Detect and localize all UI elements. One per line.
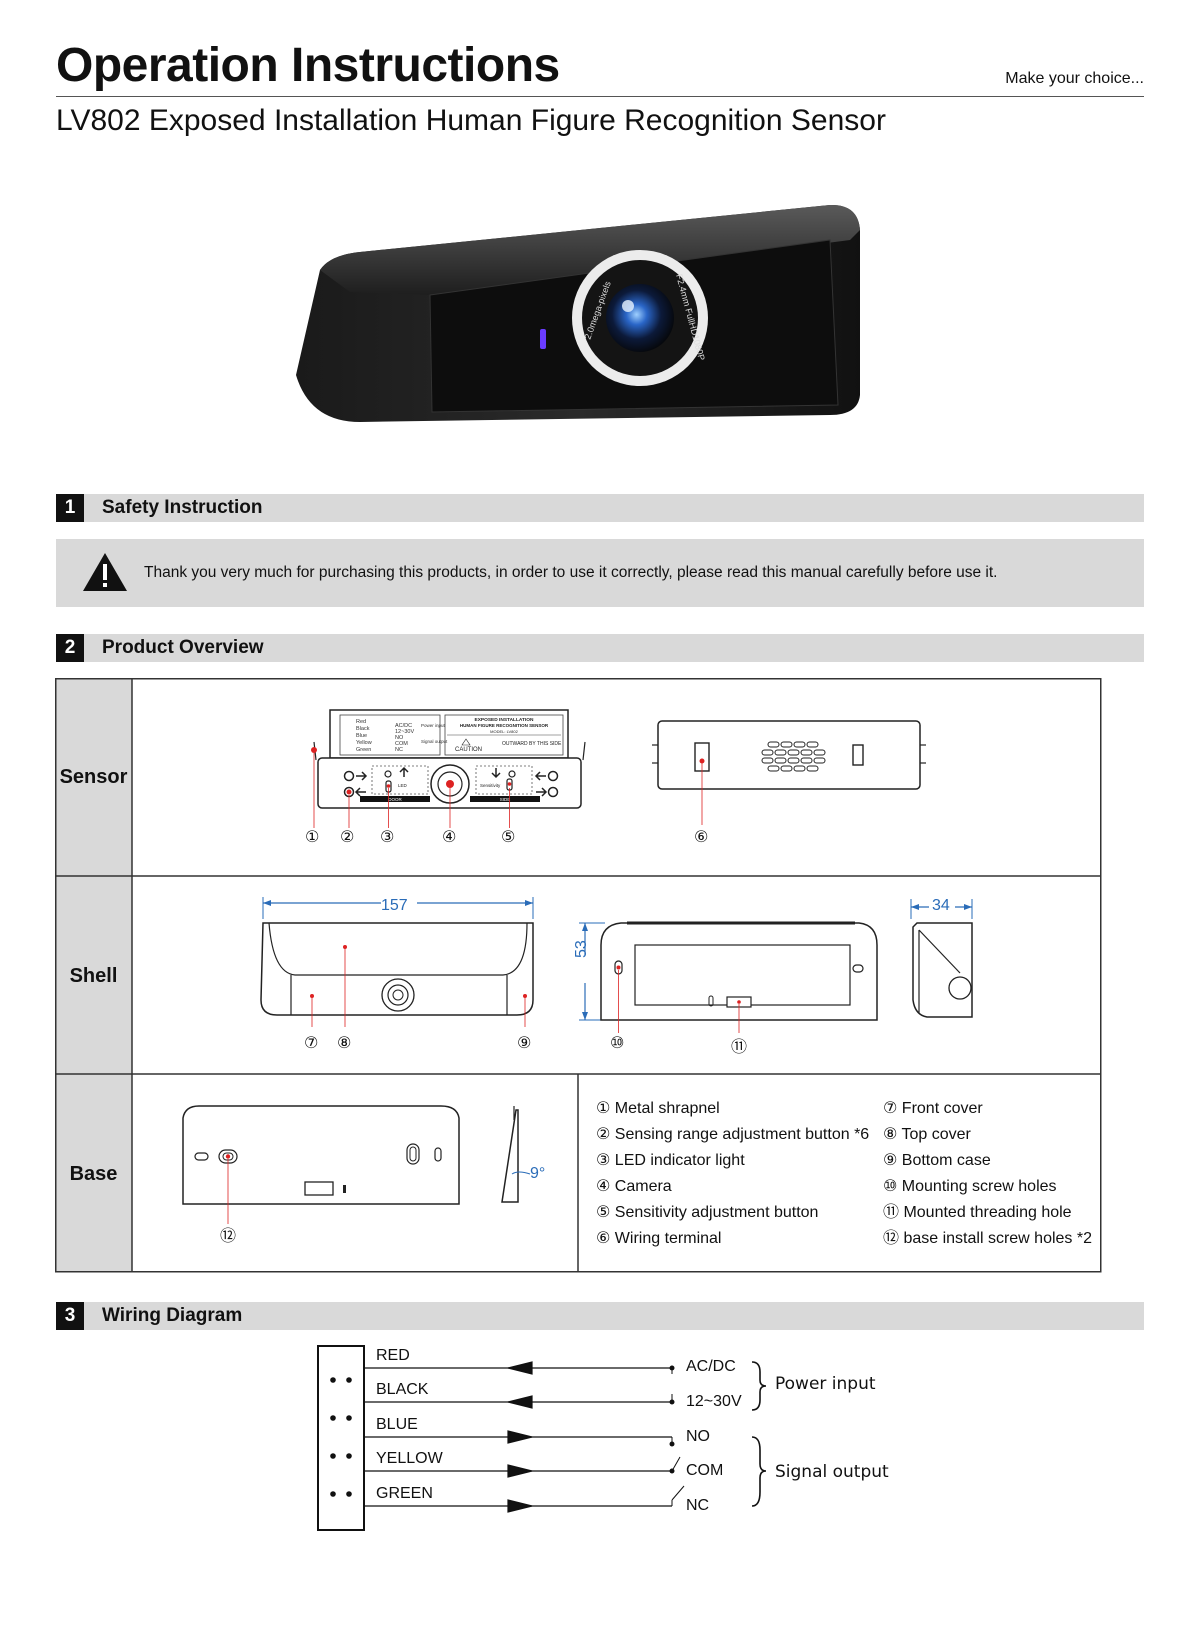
terminal-label-voltage: 12~30V: [686, 1393, 742, 1410]
led-indicator: [540, 329, 546, 349]
callout-12: ⑫: [220, 1228, 237, 1245]
sticker-product: EXPOSED INSTALLATION: [475, 717, 535, 723]
sticker-wire-text: Red: [356, 719, 366, 725]
overview-table: [55, 678, 1102, 1273]
sticker-caution: CAUTION: [455, 747, 482, 753]
legend-item: ⑨ Bottom case: [883, 1152, 991, 1169]
tagline: Make your choice...: [1005, 70, 1144, 87]
sticker-wire-text: Green: [356, 747, 371, 753]
section-title: Wiring Diagram: [102, 1305, 243, 1326]
sticker-term-text: COM: [395, 741, 408, 747]
shell-side-diagram: [910, 898, 973, 1018]
callout-10: ⑩: [610, 1035, 625, 1052]
legend-item: ⑤ Sensitivity adjustment button: [596, 1204, 819, 1221]
sticker-term-text: AC/DC: [395, 723, 412, 729]
callout-8: ⑧: [337, 1035, 352, 1052]
sticker-group-text: Power input: [421, 723, 446, 728]
section-number: 2: [56, 634, 84, 662]
sticker-wire-text: Blue: [356, 733, 367, 739]
sensor-front-diagram: Red Black Blue Yellow Green AC/DC 12~30V…: [311, 709, 586, 828]
callout-11: ⑪: [731, 1039, 748, 1056]
dimension-angle: 9°: [530, 1165, 546, 1182]
sticker-model: MODEL: LV802: [490, 729, 518, 734]
sticker-term-text: NC: [395, 747, 403, 753]
callout-7: ⑦: [304, 1035, 319, 1052]
sticker-term-text: NO: [395, 735, 404, 741]
panel-mark-sensitivity: Sensitivity: [480, 783, 501, 788]
terminal-label-nc: NC: [686, 1497, 710, 1514]
section-header-safety: 1 Safety Instruction: [56, 494, 1144, 522]
group-label-signal: Signal output: [775, 1462, 889, 1482]
sticker-term-text: 12~30V: [395, 729, 414, 735]
warning-triangle-icon: [83, 553, 127, 591]
sticker-product2: HUMAN FIGURE RECOGNITION SENSOR: [460, 723, 549, 728]
callout-4: ④: [442, 829, 457, 846]
panel-mark-door: DOOR: [388, 797, 402, 802]
sticker-wire-text: Black: [356, 726, 370, 732]
callout-5: ⑤: [501, 829, 516, 846]
legend-item: ② Sensing range adjustment button *6: [596, 1126, 870, 1143]
legend-item: ③ LED indicator light: [596, 1152, 745, 1169]
section-number: 1: [56, 494, 84, 522]
legend-item: ⑦ Front cover: [883, 1100, 983, 1117]
legend-item: ⑧ Top cover: [883, 1126, 971, 1143]
camera-lens: [606, 284, 674, 352]
wire-label-green: GREEN: [376, 1485, 433, 1502]
callout-2: ②: [340, 829, 355, 846]
row-label-shell: Shell: [69, 965, 118, 987]
callout-line: [701, 795, 703, 825]
shell-back-diagram: [577, 921, 878, 1033]
wire-label-black: BLACK: [376, 1381, 429, 1398]
page-title: Operation Instructions: [56, 39, 560, 92]
legend-item: ⑫ base install screw holes *2: [883, 1230, 1092, 1247]
wiring-diagram: [317, 1345, 767, 1531]
legend-item: ⑥ Wiring terminal: [596, 1230, 722, 1247]
callout-6: ⑥: [694, 829, 709, 846]
panel-mark-side: SIDE: [500, 797, 511, 802]
terminal-label-com: COM: [686, 1462, 724, 1479]
section-header-overview: 2 Product Overview: [56, 634, 1144, 662]
wire-label-blue: BLUE: [376, 1416, 418, 1433]
wire-label-yellow: YELLOW: [376, 1450, 443, 1467]
dimension-depth: 34: [932, 897, 950, 914]
legend-right: ⑦ Front cover ⑧ Top cover ⑨ Bottom case …: [883, 1096, 1092, 1252]
sensor-back-diagram: [652, 720, 926, 795]
base-side-diagram: [501, 1106, 531, 1203]
legend-item: ① Metal shrapnel: [596, 1100, 720, 1117]
section-header-wiring: 3 Wiring Diagram: [56, 1302, 1144, 1330]
safety-text: Thank you very much for purchasing this …: [144, 564, 998, 581]
sticker-outward: OUTWARD BY THIS SIDE: [502, 741, 562, 747]
dimension-width: 157: [381, 897, 408, 914]
terminal-label-no: NO: [686, 1428, 710, 1445]
page-subtitle: LV802 Exposed Installation Human Figure …: [56, 104, 886, 137]
shell-front-diagram: [260, 895, 534, 1027]
section-title: Product Overview: [102, 637, 264, 658]
row-label-sensor: Sensor: [59, 766, 128, 788]
sticker-group-text: Signal output: [421, 739, 448, 744]
product-photo: 2.0mega-pixels F2.4mm FullHD1080P: [296, 204, 860, 422]
callout-9: ⑨: [517, 1035, 532, 1052]
section-number: 3: [56, 1302, 84, 1330]
legend-item: ④ Camera: [596, 1178, 672, 1195]
section-title: Safety Instruction: [102, 497, 263, 518]
base-diagram: [182, 1105, 460, 1224]
panel-mark-led: LED: [398, 783, 408, 788]
legend-item: ⑪ Mounted threading hole: [883, 1204, 1072, 1221]
row-label-base: Base: [69, 1163, 118, 1185]
legend-left: ① Metal shrapnel ② Sensing range adjustm…: [596, 1096, 869, 1252]
callout-1: ①: [305, 829, 320, 846]
sticker-wire-text: Yellow: [356, 740, 372, 746]
dimension-height: 53: [573, 940, 590, 958]
safety-notice: Thank you very much for purchasing this …: [56, 539, 1144, 607]
legend-item: ⑩ Mounting screw holes: [883, 1178, 1057, 1195]
callout-3: ③: [380, 829, 395, 846]
wire-label-red: RED: [376, 1347, 410, 1364]
terminal-label-acdc: AC/DC: [686, 1358, 736, 1375]
header-divider: [56, 96, 1144, 97]
group-label-power: Power input: [775, 1374, 876, 1394]
